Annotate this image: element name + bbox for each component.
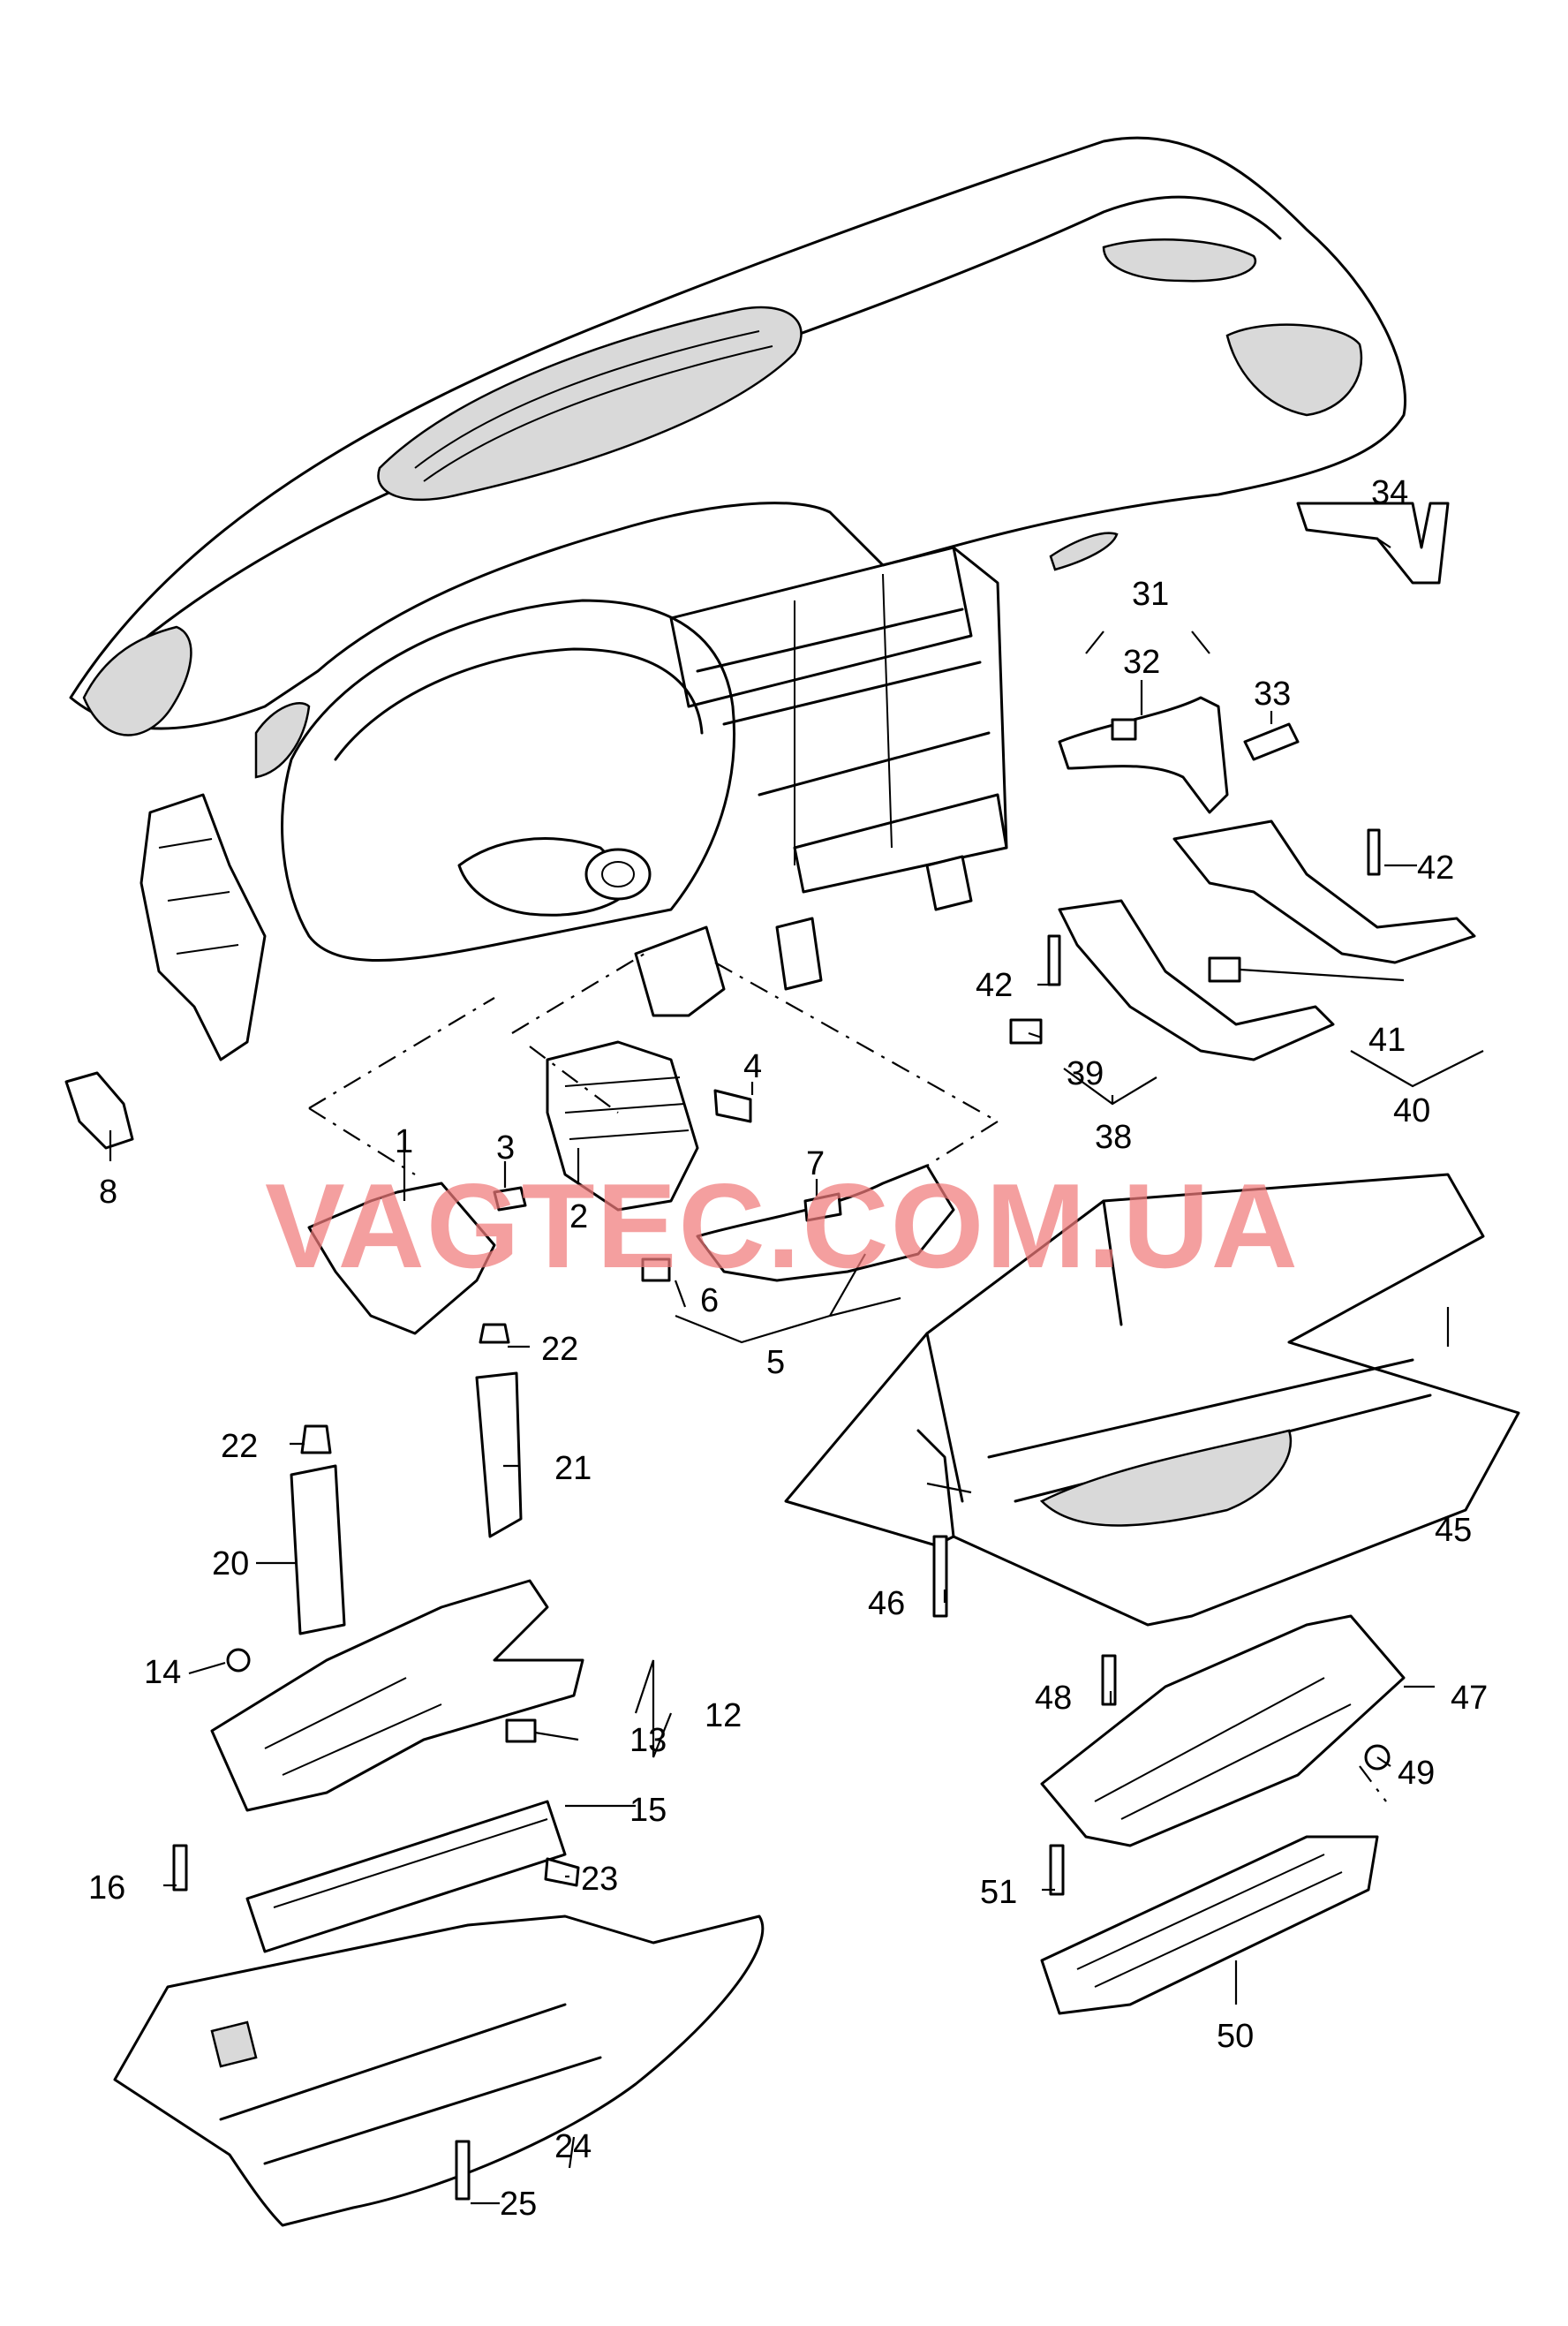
part-22-cap-upper (479, 1323, 510, 1344)
part-32-clip (1111, 718, 1137, 741)
callout-42-upper: 42 (1417, 850, 1454, 887)
part-1-bracket (307, 1182, 496, 1335)
part-48-screw (1101, 1654, 1117, 1706)
callout-49: 49 (1398, 1755, 1435, 1792)
callout-1: 1 (395, 1123, 413, 1160)
part-45-glove-box (784, 1173, 1520, 1627)
part-16-screw (172, 1844, 188, 1892)
callout-20: 20 (212, 1545, 249, 1582)
part-42-screw-lower (1047, 934, 1061, 986)
part-46-screw (932, 1535, 948, 1618)
callout-15: 15 (629, 1792, 667, 1829)
callout-34: 34 (1371, 474, 1408, 511)
callout-16: 16 (88, 1869, 125, 1907)
part-38-bracket (1058, 899, 1335, 1061)
part-23-screw (544, 1857, 580, 1887)
callout-14: 14 (144, 1654, 181, 1691)
callout-labels: 1 2 3 4 5 6 7 8 12 13 14 15 16 20 21 22 … (88, 474, 1488, 2223)
part-22-cap-lower (300, 1424, 332, 1454)
part-8-bracket (64, 1071, 134, 1150)
part-50-airbag-module (1040, 1835, 1379, 2015)
part-51-screw (1049, 1844, 1065, 1896)
part-31-bracket (1058, 696, 1229, 814)
callout-23: 23 (581, 1861, 618, 1898)
part-47-bracket (1040, 1614, 1406, 1847)
part-24-lower-trim (113, 1914, 765, 2227)
callout-3: 3 (496, 1129, 515, 1167)
callout-25: 25 (500, 2186, 537, 2223)
callout-39: 39 (1067, 1055, 1104, 1092)
callout-5: 5 (766, 1344, 785, 1381)
callout-46: 46 (868, 1585, 905, 1622)
callout-4: 4 (743, 1048, 762, 1085)
callout-12: 12 (705, 1697, 742, 1734)
callout-33: 33 (1254, 676, 1291, 713)
callout-leaders (109, 538, 1484, 2205)
callout-50: 50 (1217, 2018, 1254, 2055)
part-39-clip (1009, 1018, 1043, 1045)
watermark: VAGTEC.COM.UA (265, 1159, 1300, 1293)
part-4-screw (713, 1089, 752, 1123)
callout-45: 45 (1435, 1512, 1472, 1549)
callout-21: 21 (554, 1450, 592, 1487)
part-7-screw (803, 1192, 842, 1222)
callout-32: 32 (1123, 644, 1160, 681)
callout-22-lower: 22 (221, 1428, 258, 1465)
part-20-strap (290, 1464, 346, 1635)
callout-8: 8 (99, 1174, 117, 1211)
part-6-clip (641, 1257, 671, 1282)
part-40-bracket (1172, 819, 1476, 964)
callout-22-upper: 22 (541, 1331, 578, 1368)
callout-41: 41 (1368, 1022, 1406, 1059)
part-12-bracket (210, 1579, 584, 1812)
callout-47: 47 (1451, 1680, 1488, 1717)
dashboard-panel (69, 136, 1406, 1061)
part-42-screw-upper (1367, 828, 1381, 876)
callout-51: 51 (980, 1874, 1017, 1911)
callout-42-lower: 42 (976, 967, 1013, 1004)
part-13-clip (505, 1718, 537, 1743)
callout-38: 38 (1095, 1119, 1132, 1156)
callout-7: 7 (806, 1145, 825, 1182)
assembly-dash-lines (308, 953, 1387, 1802)
callout-6: 6 (700, 1282, 719, 1319)
callout-31: 31 (1132, 576, 1169, 613)
callout-48: 48 (1035, 1680, 1072, 1717)
callout-24: 24 (554, 2128, 592, 2165)
part-33-screw (1243, 722, 1300, 761)
part-14-nut (226, 1648, 251, 1673)
part-41-clip (1208, 956, 1241, 983)
callout-13: 13 (629, 1722, 667, 1759)
part-21-strap (475, 1371, 523, 1538)
part-34-bracket (1296, 502, 1450, 585)
part-3-screw (493, 1186, 527, 1212)
callout-2: 2 (569, 1198, 588, 1235)
part-25-screw (455, 2140, 471, 2201)
callout-40: 40 (1393, 1092, 1430, 1129)
